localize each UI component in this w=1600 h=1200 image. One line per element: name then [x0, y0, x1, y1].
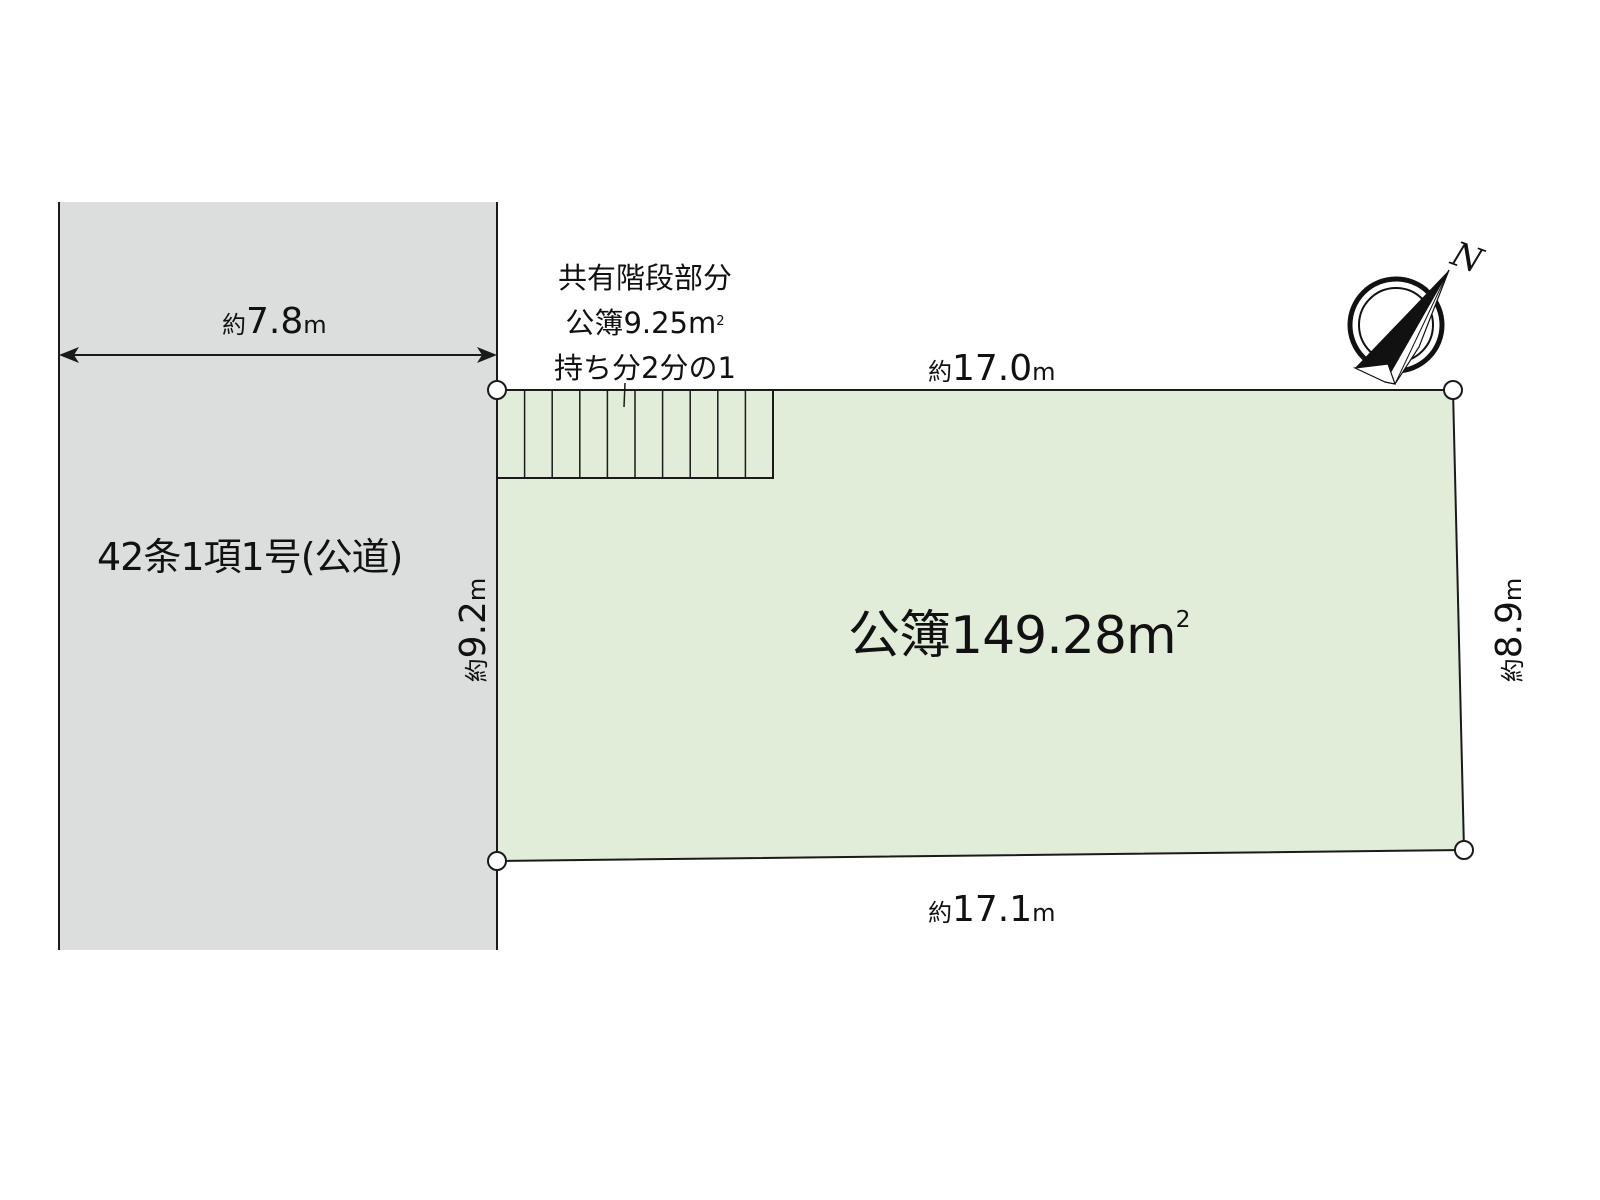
shared-stairs-share: 持ち分2分の1: [554, 351, 736, 385]
shared-stairs-label: 共有階段部分 公簿9.25m2 持ち分2分の1: [520, 256, 770, 391]
boundary-marker-icon: [1454, 840, 1474, 860]
north-arrow-icon: [1347, 269, 1450, 385]
boundary-marker-icon: [487, 851, 507, 871]
approx-prefix: 約: [222, 311, 246, 339]
road-width-dimension-arrow: [59, 347, 497, 363]
lot-top-dimension: 約17.0m: [928, 348, 1056, 389]
road-area: [58, 202, 498, 950]
dimension-unit: m: [303, 311, 327, 339]
boundary-markers: [487, 380, 1474, 871]
road-type-label: 42条1項1号(公道): [97, 535, 403, 579]
boundary-marker-icon: [487, 380, 507, 400]
road-width-label: 約7.8m: [222, 304, 327, 340]
lot-area-label: 公簿149.28m2: [848, 605, 1191, 666]
lot-bottom-dimension: 約17.1m: [928, 889, 1056, 930]
dimension-value: 7.8: [246, 301, 304, 342]
shared-stairs-area-label: 公簿9.25m2: [565, 306, 725, 340]
boundary-marker-icon: [1443, 380, 1463, 400]
shared-stairs-title: 共有階段部分: [557, 261, 732, 295]
lot-left-dimension: 約9.2m: [453, 577, 494, 683]
shared-stairs-area: [496, 382, 774, 479]
lot-right-dimension: 約8.9m: [1489, 577, 1530, 683]
